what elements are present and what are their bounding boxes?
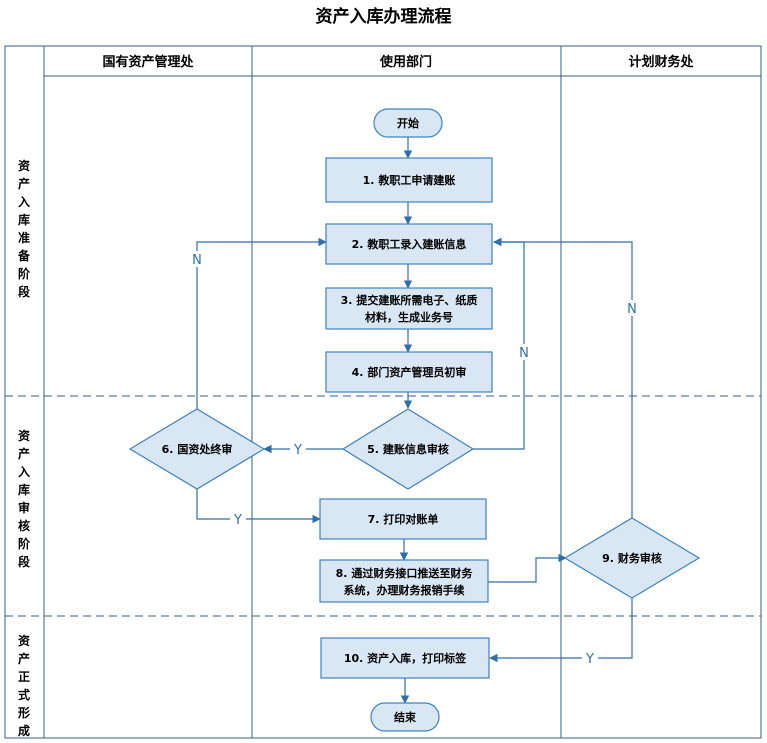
stage-label-char: 式	[18, 687, 30, 702]
stage-label-char: 成	[18, 723, 30, 738]
stage-label-char: 审	[18, 500, 30, 515]
svg-text:3. 提交建账所需电子、纸质: 3. 提交建账所需电子、纸质	[341, 293, 478, 307]
label-n6-no: N	[192, 253, 202, 268]
edge-n6-n7-yes	[196, 489, 321, 524]
edge-n9-n10-yes	[489, 598, 633, 663]
label-n9-yes: Y	[585, 652, 594, 667]
node-4-preliminary-review: 4. 部门资产管理员初审	[325, 351, 493, 393]
stage-label-char: 资	[18, 633, 30, 648]
label-n9-no: N	[627, 302, 637, 317]
stage-label-char: 正	[18, 670, 30, 684]
node-1-apply-account: 1. 教职工申请建账	[325, 157, 493, 203]
lane-header-finance-office: 计划财务处	[628, 54, 694, 70]
node-7-print-statement: 7. 打印对账单	[319, 498, 487, 540]
stage-label-char: 段	[18, 554, 31, 569]
svg-text:5. 建账信息审核: 5. 建账信息审核	[367, 442, 449, 456]
svg-text:系统，办理财务报销手续: 系统，办理财务报销手续	[344, 583, 465, 597]
stage-label-char: 资	[18, 158, 30, 173]
node-10-asset-storage: 10. 资产入库，打印标签	[320, 637, 490, 679]
stage-label-char: 阶	[18, 536, 31, 551]
swimlane-grid	[4, 45, 762, 739]
svg-text:9. 财务审核: 9. 财务审核	[602, 551, 662, 565]
node-5-account-info-review: 5. 建账信息审核	[341, 408, 475, 490]
stage-label-char: 入	[18, 195, 30, 209]
svg-text:开始: 开始	[397, 116, 419, 130]
svg-text:材料，生成业务号: 材料，生成业务号	[365, 310, 453, 324]
edge-labels: N N N Y Y Y	[189, 251, 640, 667]
svg-text:8. 通过财务接口推送至财务: 8. 通过财务接口推送至财务	[336, 566, 474, 580]
stage-label-char: 资	[18, 428, 30, 443]
stage-label-char: 准	[18, 230, 30, 245]
stage-label-char: 产	[18, 651, 30, 666]
edge-n6-n2-no	[196, 237, 327, 409]
label-n5-no: N	[519, 346, 529, 361]
node-3-submit-materials: 3. 提交建账所需电子、纸质 材料，生成业务号	[325, 287, 493, 330]
label-n6-yes: Y	[233, 513, 242, 528]
stage-label-char: 库	[18, 482, 30, 497]
node-8-push-to-finance: 8. 通过财务接口推送至财务 系统，办理财务报销手续	[319, 559, 489, 603]
lane-header-user-department: 使用部门	[379, 54, 432, 70]
stage-label-char: 核	[18, 518, 30, 533]
svg-text:10. 资产入库，打印标签: 10. 资产入库，打印标签	[344, 651, 467, 665]
svg-text:4. 部门资产管理员初审: 4. 部门资产管理员初审	[352, 365, 467, 379]
stage-label-char: 库	[18, 212, 30, 227]
connectors	[196, 137, 633, 704]
stage-label-char: 段	[18, 284, 31, 299]
stage-label-char: 入	[18, 465, 30, 479]
node-2-enter-account-info: 2. 教职工录入建账信息	[325, 223, 493, 265]
node-9-finance-review: 9. 财务审核	[563, 517, 701, 599]
svg-text:结束: 结束	[393, 710, 417, 724]
page-title: 资产入库办理流程	[315, 7, 452, 27]
svg-text:7. 打印对账单: 7. 打印对账单	[368, 512, 439, 526]
node-start: 开始	[373, 108, 443, 138]
stage-label-char: 产	[18, 176, 30, 191]
edge-n9-n2-no	[493, 237, 633, 518]
svg-text:2. 教职工录入建账信息: 2. 教职工录入建账信息	[352, 237, 467, 251]
node-end: 结束	[370, 702, 440, 732]
edge-n8-n9	[488, 553, 567, 583]
lane-header-asset-office: 国有资产管理处	[102, 54, 194, 70]
stage-label-char: 备	[17, 248, 31, 263]
node-6-final-review: 6. 国资处终审	[128, 408, 266, 490]
stage-label-char: 形	[18, 706, 30, 720]
label-n5-yes: Y	[293, 443, 302, 458]
svg-text:6. 国资处终审: 6. 国资处终审	[162, 442, 233, 456]
stage-label-char: 阶	[18, 266, 31, 281]
svg-text:1. 教职工申请建账: 1. 教职工申请建账	[363, 173, 456, 187]
stage-label-char: 产	[18, 446, 30, 461]
